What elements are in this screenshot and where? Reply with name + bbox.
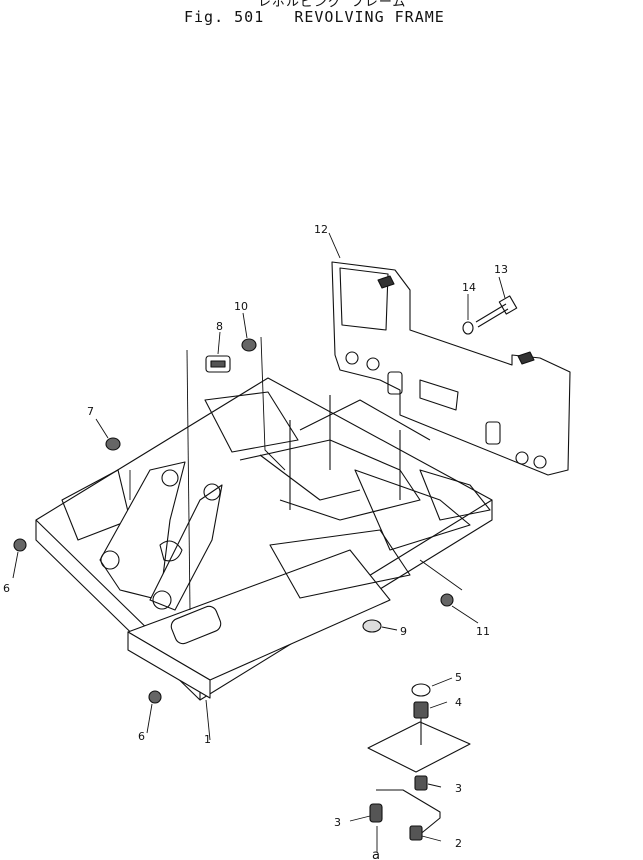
callout-6a: 6 bbox=[3, 582, 10, 595]
callout-8: 8 bbox=[216, 320, 223, 333]
callout-3a: 3 bbox=[455, 782, 462, 795]
revolving-frame-body bbox=[35, 377, 493, 701]
callout-14: 14 bbox=[462, 281, 476, 294]
callout-1: 1 bbox=[204, 733, 211, 746]
small-parts bbox=[13, 338, 454, 704]
callout-9: 9 bbox=[400, 625, 407, 638]
callout-11: 11 bbox=[476, 625, 490, 638]
callout-13: 13 bbox=[494, 263, 508, 276]
leader-lines bbox=[12, 232, 506, 852]
callout-a: a bbox=[372, 848, 380, 860]
boom-bracket bbox=[99, 461, 223, 611]
figure-title: REVOLVING FRAME bbox=[294, 8, 445, 26]
callout-12: 12 bbox=[314, 223, 328, 236]
figure-label: Fig. 501 bbox=[184, 8, 265, 26]
callout-labels: 1 2 3 3 4 5 6 6 7 8 9 10 11 12 13 14 a bbox=[3, 223, 508, 860]
drain-assembly bbox=[367, 683, 471, 841]
japanese-title: レボルビング フレーム bbox=[258, 0, 407, 10]
callout-7: 7 bbox=[87, 405, 94, 418]
callout-3b: 3 bbox=[334, 816, 341, 829]
callout-10: 10 bbox=[234, 300, 248, 313]
callout-5: 5 bbox=[455, 671, 462, 684]
counterweight bbox=[331, 261, 571, 476]
callout-6b: 6 bbox=[138, 730, 145, 743]
bolt-and-washer bbox=[462, 295, 518, 335]
callout-2: 2 bbox=[455, 837, 462, 850]
callout-4: 4 bbox=[455, 696, 462, 709]
figure-caption: Fig. 501 REVOLVING FRAME bbox=[184, 8, 445, 26]
